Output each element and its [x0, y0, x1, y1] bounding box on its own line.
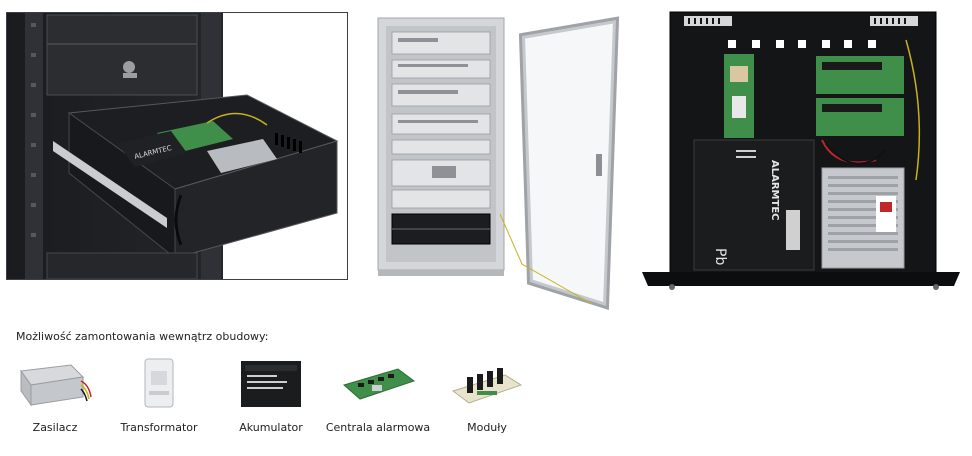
component-modules: Moduły — [432, 355, 542, 435]
power-supply-icon — [15, 355, 95, 411]
component-label: Akumulator — [239, 421, 303, 434]
rack-drawer-illustration: ALARMTEC — [7, 13, 347, 279]
rack-cabinet-illustration — [372, 14, 624, 312]
component-alarm-panel: Centrala alarmowa — [323, 355, 433, 435]
rack-drawer-photo: ALARMTEC — [6, 12, 348, 280]
battery-brand-text: ALARMTEC — [769, 160, 780, 221]
component-label: Transformator — [120, 421, 198, 434]
cabinet-drawing — [377, 16, 620, 311]
module-board-icon — [447, 355, 527, 411]
component-label: Centrala alarmowa — [325, 421, 431, 434]
component-label: Zasilacz — [32, 421, 78, 434]
component-transformer: Transformator — [104, 355, 214, 435]
component-power-supply: Zasilacz — [0, 355, 110, 435]
alarm-panel-icon — [338, 355, 418, 411]
mount-options-caption: Możliwość zamontowania wewnątrz obudowy: — [16, 330, 269, 343]
enclosure-drawing: ALARMTEC Pb — [642, 11, 960, 290]
transformer-icon — [119, 355, 199, 411]
battery-icon — [231, 355, 311, 411]
component-label: Moduły — [467, 421, 507, 434]
enclosure-top-view: ALARMTEC Pb — [636, 10, 966, 294]
battery-pb-mark: Pb — [712, 248, 728, 265]
component-battery: Akumulator — [216, 355, 326, 435]
